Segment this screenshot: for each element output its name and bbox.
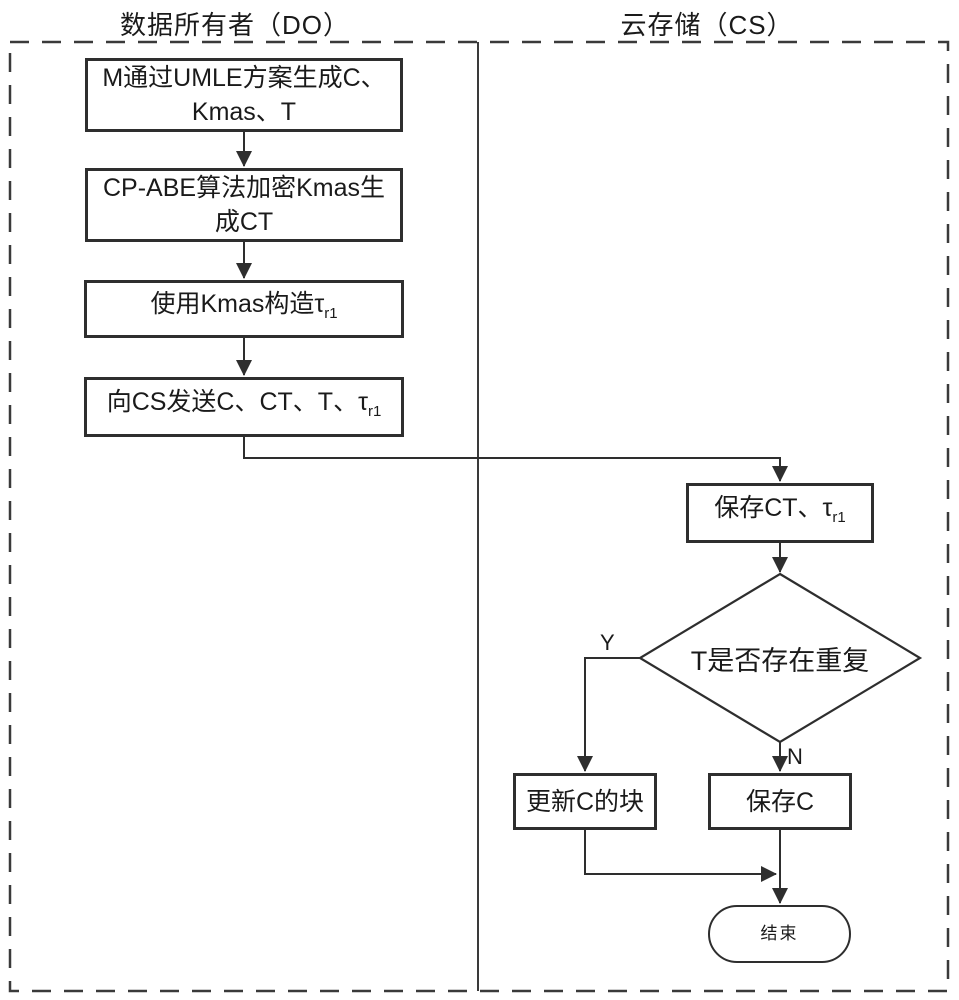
process-cpabe-encrypt-line2: 成CT [214,208,274,236]
process-update-c-block: 更新C的块 [513,773,657,830]
branch-label-yes: Y [600,630,615,655]
terminal-end-text: 结束 [760,924,799,943]
lane-title-data-owner: 数据所有者（DO） [119,10,350,40]
terminal-end: 结束 [708,905,851,963]
swimlane-dashed-border [8,40,950,993]
arrow-update-block-to-merge [584,830,777,882]
process-update-c-block-text: 更新C的块 [525,787,645,816]
process-save-ct-subscript: r1 [832,509,846,526]
decision-duplicate-check-label: T是否存在重复 [690,645,870,676]
arrow-send-to-save-ct [243,437,788,482]
process-send-to-cs-text: 向CS发送C、CT、T、τ [106,388,368,416]
process-save-ct-text: 保存CT、τ [714,494,833,522]
process-cpabe-encrypt-line1: CP-ABE算法加密Kmas生 [103,174,385,202]
process-save-ct: 保存CT、τr1 [686,483,874,543]
process-generate-umle-line1: M通过UMLE方案生成C、 [102,64,386,92]
lane-title-cloud-storage: 云存储（CS） [620,10,794,40]
branch-label-no: N [787,744,803,769]
process-generate-umle: M通过UMLE方案生成C、 Kmas、T [85,58,403,132]
process-save-c: 保存C [708,773,852,830]
process-construct-tag-subscript: r1 [324,305,338,322]
process-construct-tag: 使用Kmas构造τr1 [84,280,404,338]
process-save-c-text: 保存C [745,787,815,816]
process-send-to-cs: 向CS发送C、CT、T、τr1 [84,377,404,437]
process-generate-umle-line2: Kmas、T [191,98,297,126]
process-construct-tag-text: 使用Kmas构造τ [150,290,325,318]
process-cpabe-encrypt: CP-ABE算法加密Kmas生 成CT [85,168,403,242]
decision-diamond-shape [637,572,923,744]
process-send-to-cs-subscript: r1 [367,403,382,420]
arrow-decision-yes-to-update-block [577,657,640,772]
